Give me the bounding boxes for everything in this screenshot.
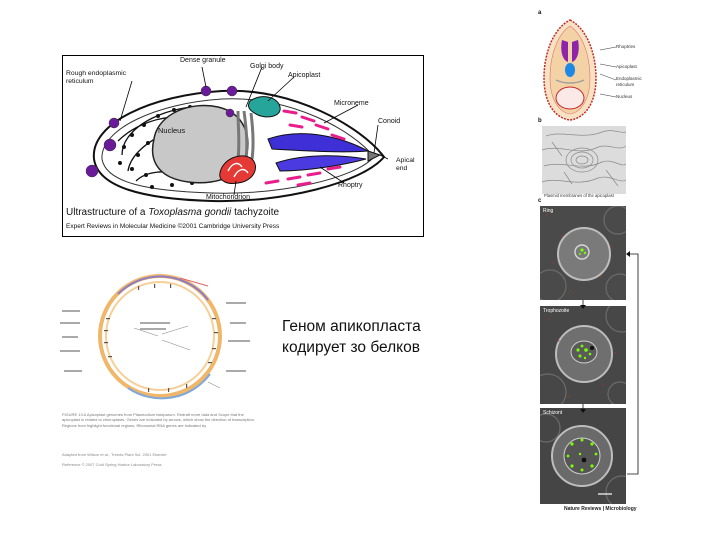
label-golgi-body: Golgi body (250, 63, 283, 70)
cycle-arrows (580, 244, 660, 484)
caption-line-1: Геном апикопласта (282, 316, 482, 337)
genome-adapted: Adapted from Wilson et al., Trends Plant… (62, 452, 167, 457)
apicoplast-a (565, 63, 575, 77)
genome-map (58, 270, 262, 410)
label-apicoplast-a: Apicoplast (616, 64, 637, 69)
stage-label-schizont: Schizont (543, 410, 562, 416)
nucleus-a (556, 87, 584, 109)
diagram-credit: Expert Reviews in Molecular Medicine ©20… (66, 223, 279, 230)
plasmodium-figure: a Rhoptries Apicoplast Endoplasmic retic… (530, 10, 660, 522)
label-dense-granule: Dense granule (180, 57, 226, 64)
label-rough-er: Rough endoplasmic reticulum (66, 70, 126, 86)
genome-region-a (118, 276, 208, 300)
genome-figure: FIGURE 13.6 Apicoplast genomes from Plas… (58, 270, 262, 478)
panel-a-leaders (600, 44, 616, 104)
panel-c-label: c (538, 198, 541, 204)
label-conoid: Conoid (378, 118, 400, 125)
genome-figure-text: FIGURE 13.6 Apicoplast genomes from Plas… (62, 412, 258, 446)
arrow-schizont-to-ring (627, 254, 638, 474)
caption-line-2: кодирует зо белков (282, 337, 482, 358)
label-rhoptries: Rhoptries (616, 44, 635, 49)
micrograph-background (542, 126, 626, 194)
nature-credit: Nature Reviews | Microbiology (564, 506, 637, 512)
micrograph-b (542, 126, 626, 194)
panel-b-label: b (538, 118, 542, 124)
label-rhoptry: Rhoptry (338, 182, 363, 189)
title-suffix: tachyzoite (231, 207, 279, 218)
diagram-title: Ultrastructure of a Toxoplasma gondii ta… (66, 207, 279, 218)
toxoplasma-figure: Dense granule Golgi body Rough endoplasm… (62, 55, 424, 237)
caption: Геном апикопласта кодирует зо белков (282, 316, 482, 358)
stage-label-trophozoite: Trophozoite (543, 308, 569, 314)
genome-circle-inner (106, 282, 214, 390)
stage-label-ring: Ring (543, 208, 553, 214)
label-nucleus: Nucleus (158, 126, 185, 135)
title-prefix: Ultrastructure of a (66, 207, 148, 218)
genome-copyright: Reference © 2007 Cold Spring Harbor Labo… (62, 462, 161, 467)
title-species: Toxoplasma gondii (148, 207, 231, 218)
label-microneme: Microneme (334, 100, 369, 107)
micrograph-caption: Plasmid membranes of the apicoplast (544, 193, 614, 198)
label-apicoplast: Apicoplast (288, 72, 320, 79)
panel-a-label: a (538, 10, 541, 16)
label-er-a: Endoplasmic reticulum (616, 76, 642, 87)
merozoite-diagram (540, 18, 600, 122)
label-nucleus-a: Nucleus (616, 94, 632, 99)
label-mitochondrion: Mitochondrion (206, 194, 250, 201)
label-apical-end: Apical end (396, 157, 415, 173)
